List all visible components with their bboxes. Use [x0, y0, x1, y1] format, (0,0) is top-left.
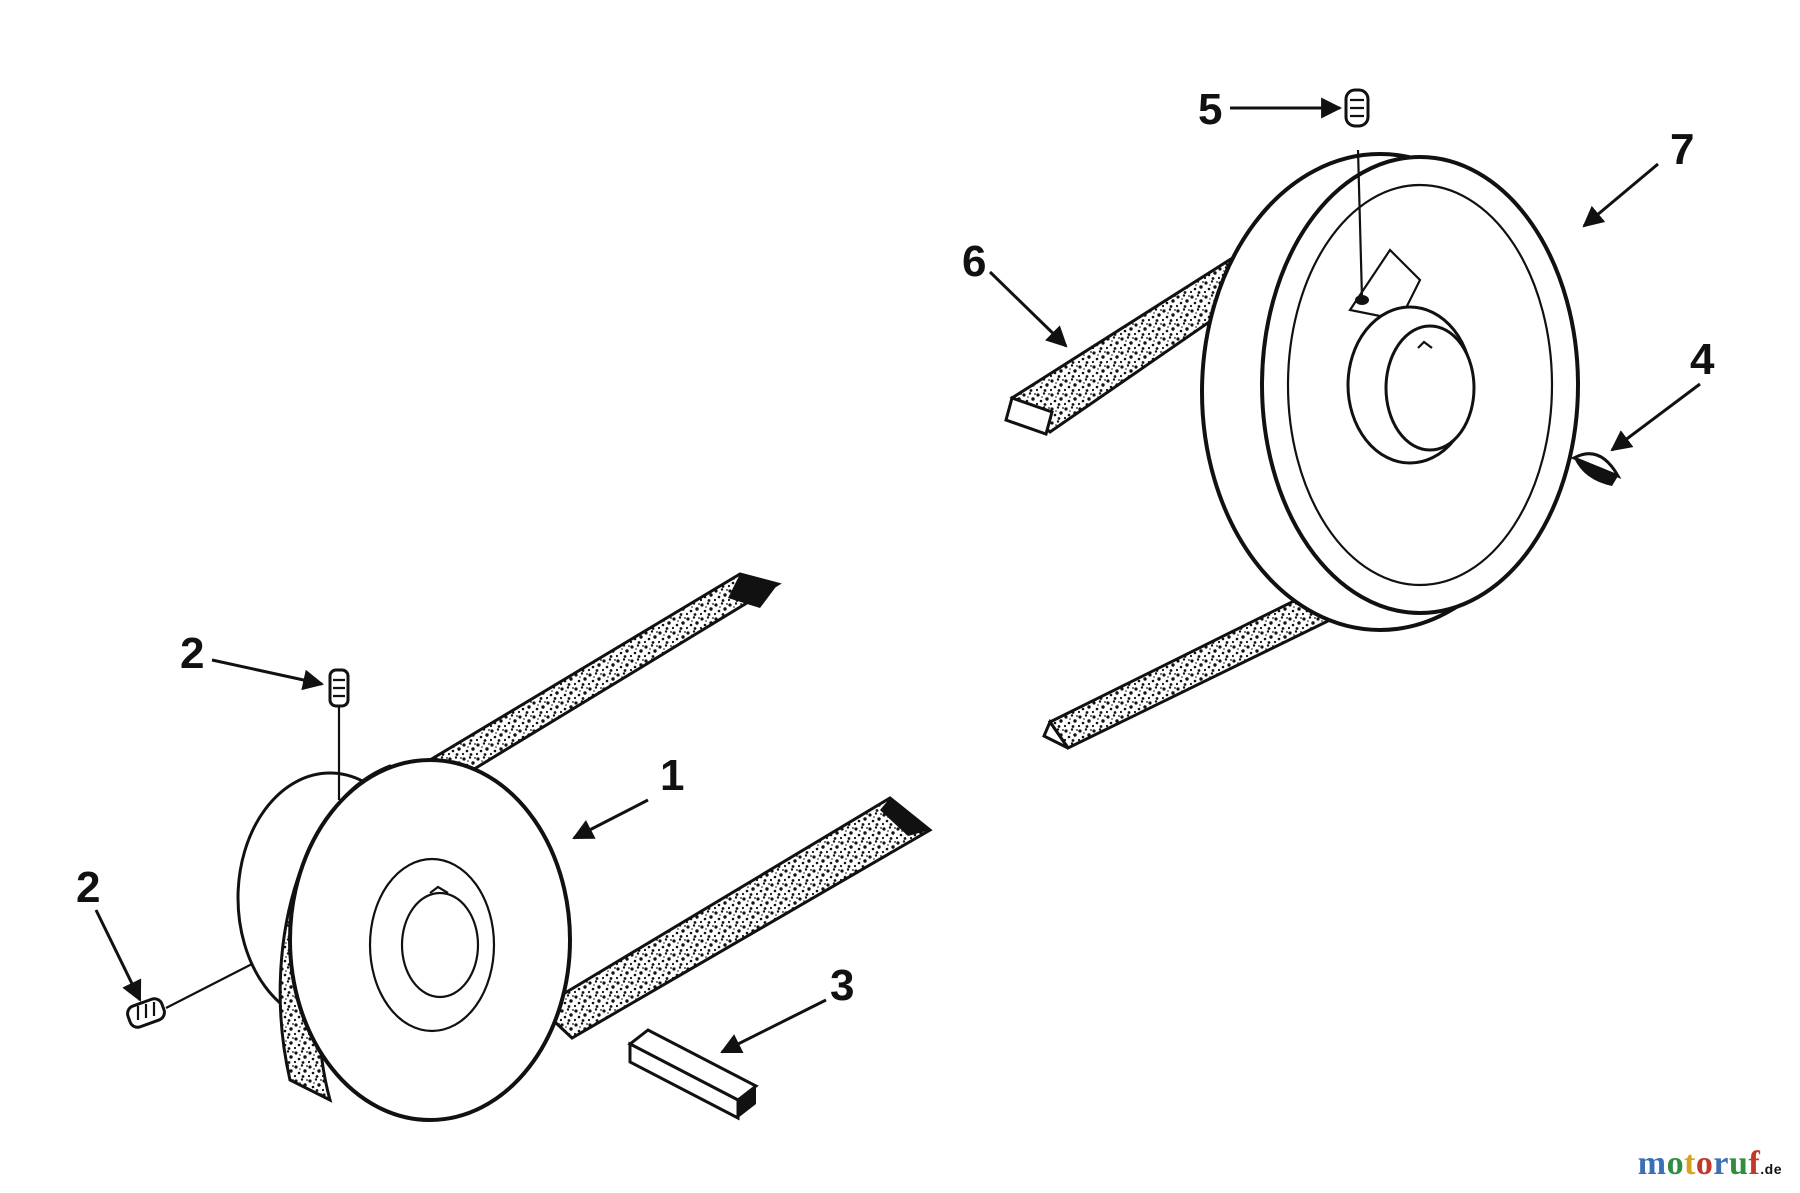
pulley-1-face [288, 758, 572, 1122]
woodruff-key [1570, 452, 1622, 486]
watermark-letter: m [1637, 1145, 1667, 1182]
belt-lower-run [537, 796, 933, 1040]
callout-2-upper: 2 [180, 629, 204, 678]
callout-4: 4 [1690, 335, 1715, 384]
set-screw-top [1344, 88, 1370, 128]
set-screw-upper [328, 668, 350, 800]
set-screw-lower [126, 963, 253, 1029]
square-key [627, 1028, 759, 1121]
watermark-letter: f [1748, 1145, 1761, 1182]
belt-lower-tip [880, 798, 930, 836]
watermark-letter: r [1713, 1145, 1730, 1182]
watermark-suffix: .de [1760, 1161, 1782, 1177]
callout-1: 1 [660, 751, 684, 800]
watermark-letter: t [1684, 1145, 1696, 1182]
callout-5: 5 [1198, 85, 1222, 134]
callout-2-lower: 2 [76, 863, 100, 912]
callout-leaders [94, 97, 1701, 1054]
callout-6: 6 [962, 237, 986, 286]
belt-upper-tip [728, 574, 778, 608]
belt-bottom-run [1047, 596, 1333, 750]
watermark-letter: o [1695, 1145, 1714, 1182]
watermark-logo: motoruf.de [1638, 1145, 1782, 1183]
callout-7: 7 [1670, 125, 1694, 174]
pulley-1 [236, 758, 572, 1122]
watermark-letter: u [1729, 1145, 1749, 1182]
watermark-letter: o [1666, 1145, 1685, 1182]
lower-belt-assembly [376, 572, 933, 1040]
pulley-7 [1200, 149, 1580, 632]
callout-3: 3 [830, 961, 854, 1010]
